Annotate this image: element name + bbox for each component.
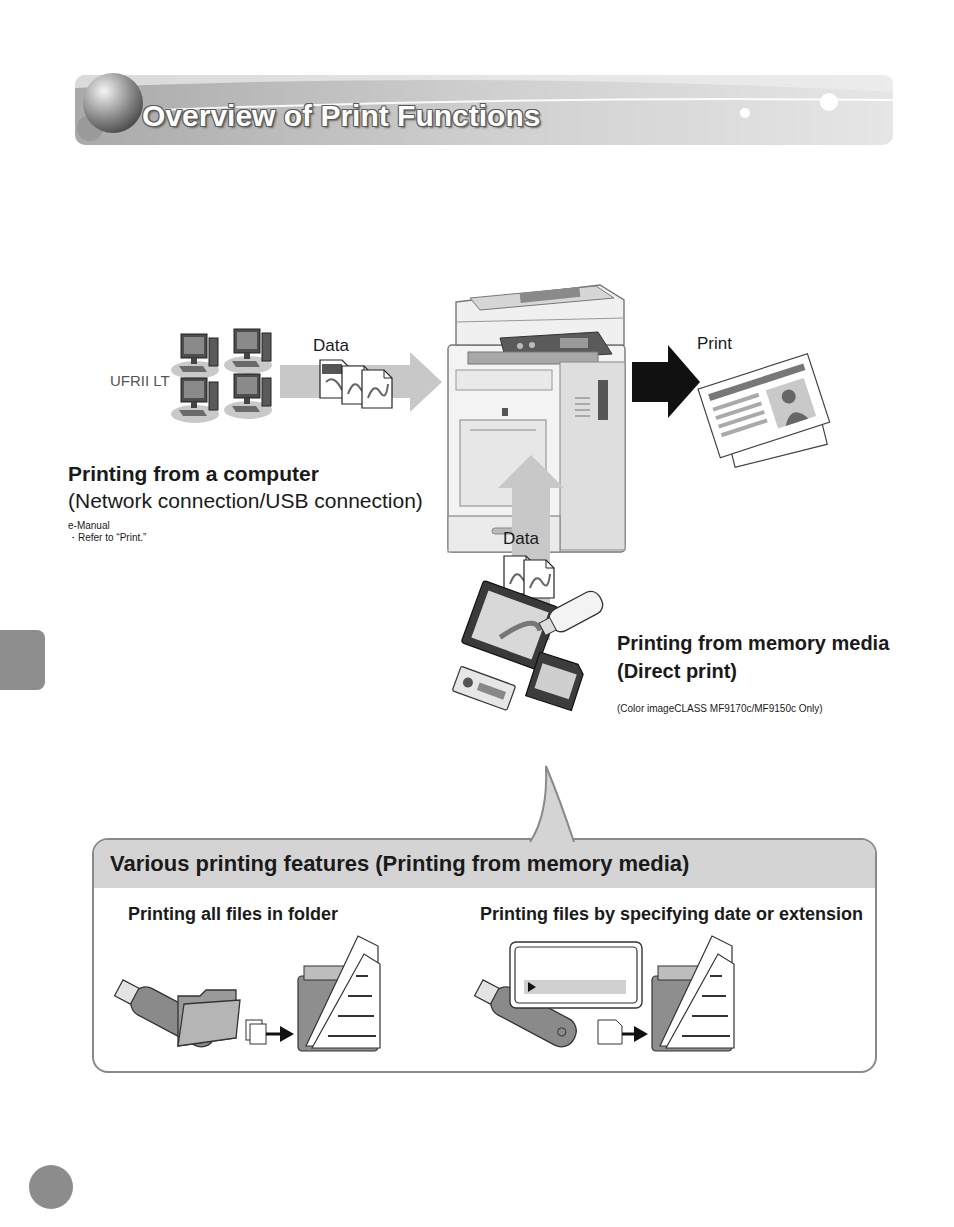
section-subheading: (Direct print) (617, 659, 737, 683)
page-title: Overview of Print Functions (142, 98, 540, 134)
reference-note: ・Refer to “Print.” (68, 532, 146, 544)
section-heading: Printing from memory media (617, 631, 889, 655)
arrow-label: Print (697, 334, 732, 354)
feature-heading: Printing files by specifying date or ext… (480, 904, 863, 926)
feature-heading: Printing all files in folder (128, 904, 338, 926)
section-heading: Printing from a computer (68, 461, 319, 486)
arrow-label: Data (503, 529, 539, 549)
callout-heading: Various printing features (Printing from… (94, 840, 875, 888)
section-subheading: (Network connection/USB connection) (68, 488, 423, 513)
model-note: (Color imageCLASS MF9170c/MF9150c Only) (617, 703, 823, 715)
arrow-label: Data (313, 336, 349, 356)
software-label: UFRII LT (110, 372, 170, 390)
reference-note: e-Manual (68, 520, 110, 532)
callout-box: Various printing features (Printing from… (92, 838, 877, 1073)
